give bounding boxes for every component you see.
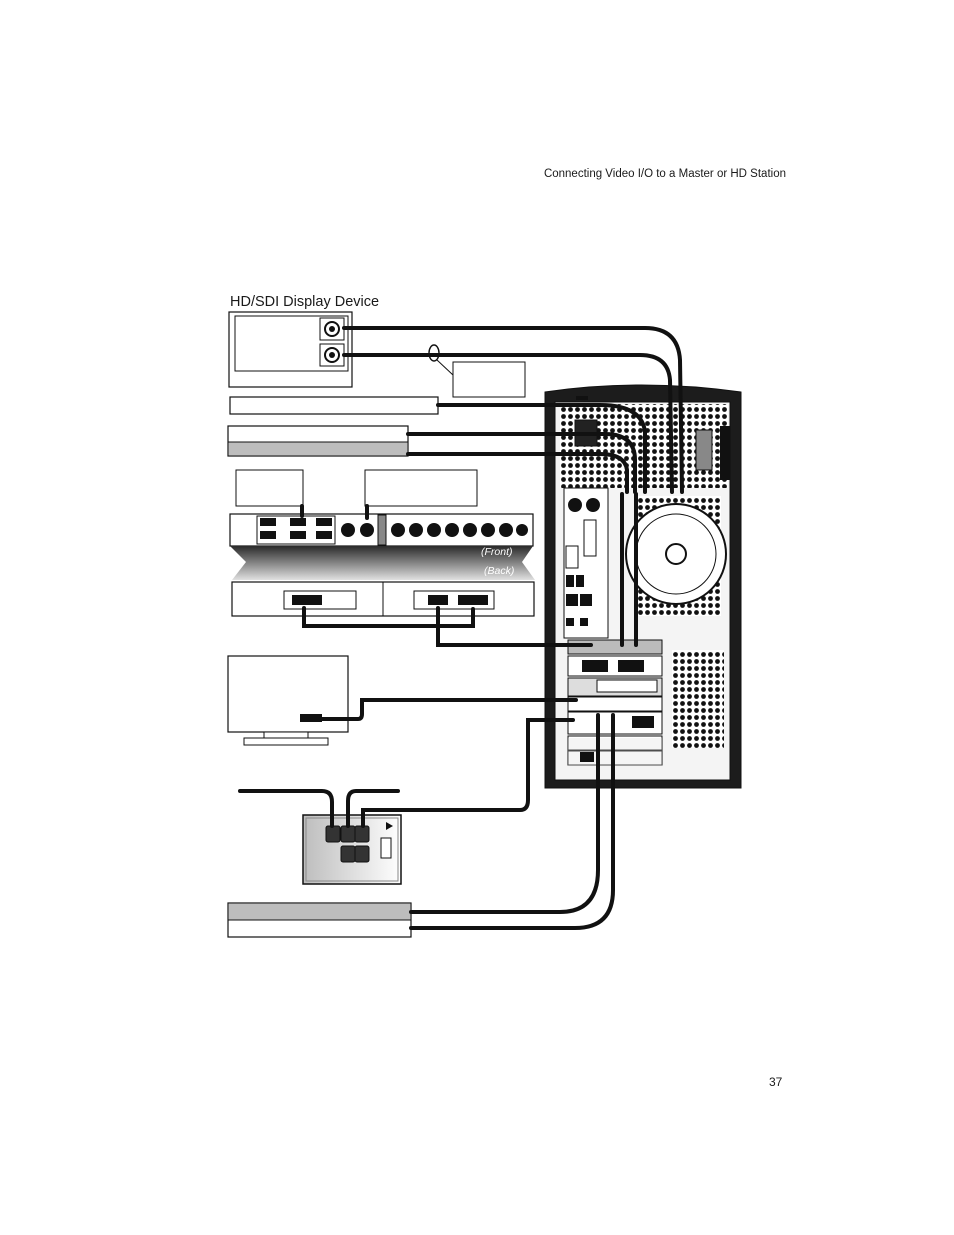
cables: [238, 326, 684, 930]
device-bar-1: [229, 396, 439, 415]
breakout-box-perspective: [230, 546, 535, 580]
breakout-box-back: [231, 581, 535, 617]
speaker-connector-panel: [302, 814, 402, 885]
diagram-title: HD/SDI Display Device: [230, 294, 380, 310]
label-box-right: [364, 469, 478, 507]
hd-sdi-display-device: [228, 311, 353, 388]
back-label: (Back): [484, 565, 515, 577]
device-bar-2: [227, 425, 409, 457]
device-bar-3: [227, 902, 412, 938]
running-header: Connecting Video I/O to a Master or HD S…: [543, 168, 786, 180]
adapter-box: [428, 344, 526, 398]
front-label: (Front): [481, 546, 513, 558]
page-number: 37: [769, 1075, 783, 1089]
breakout-box-front: [229, 513, 534, 547]
computer-monitor: [227, 655, 349, 746]
label-box-left: [235, 469, 304, 507]
